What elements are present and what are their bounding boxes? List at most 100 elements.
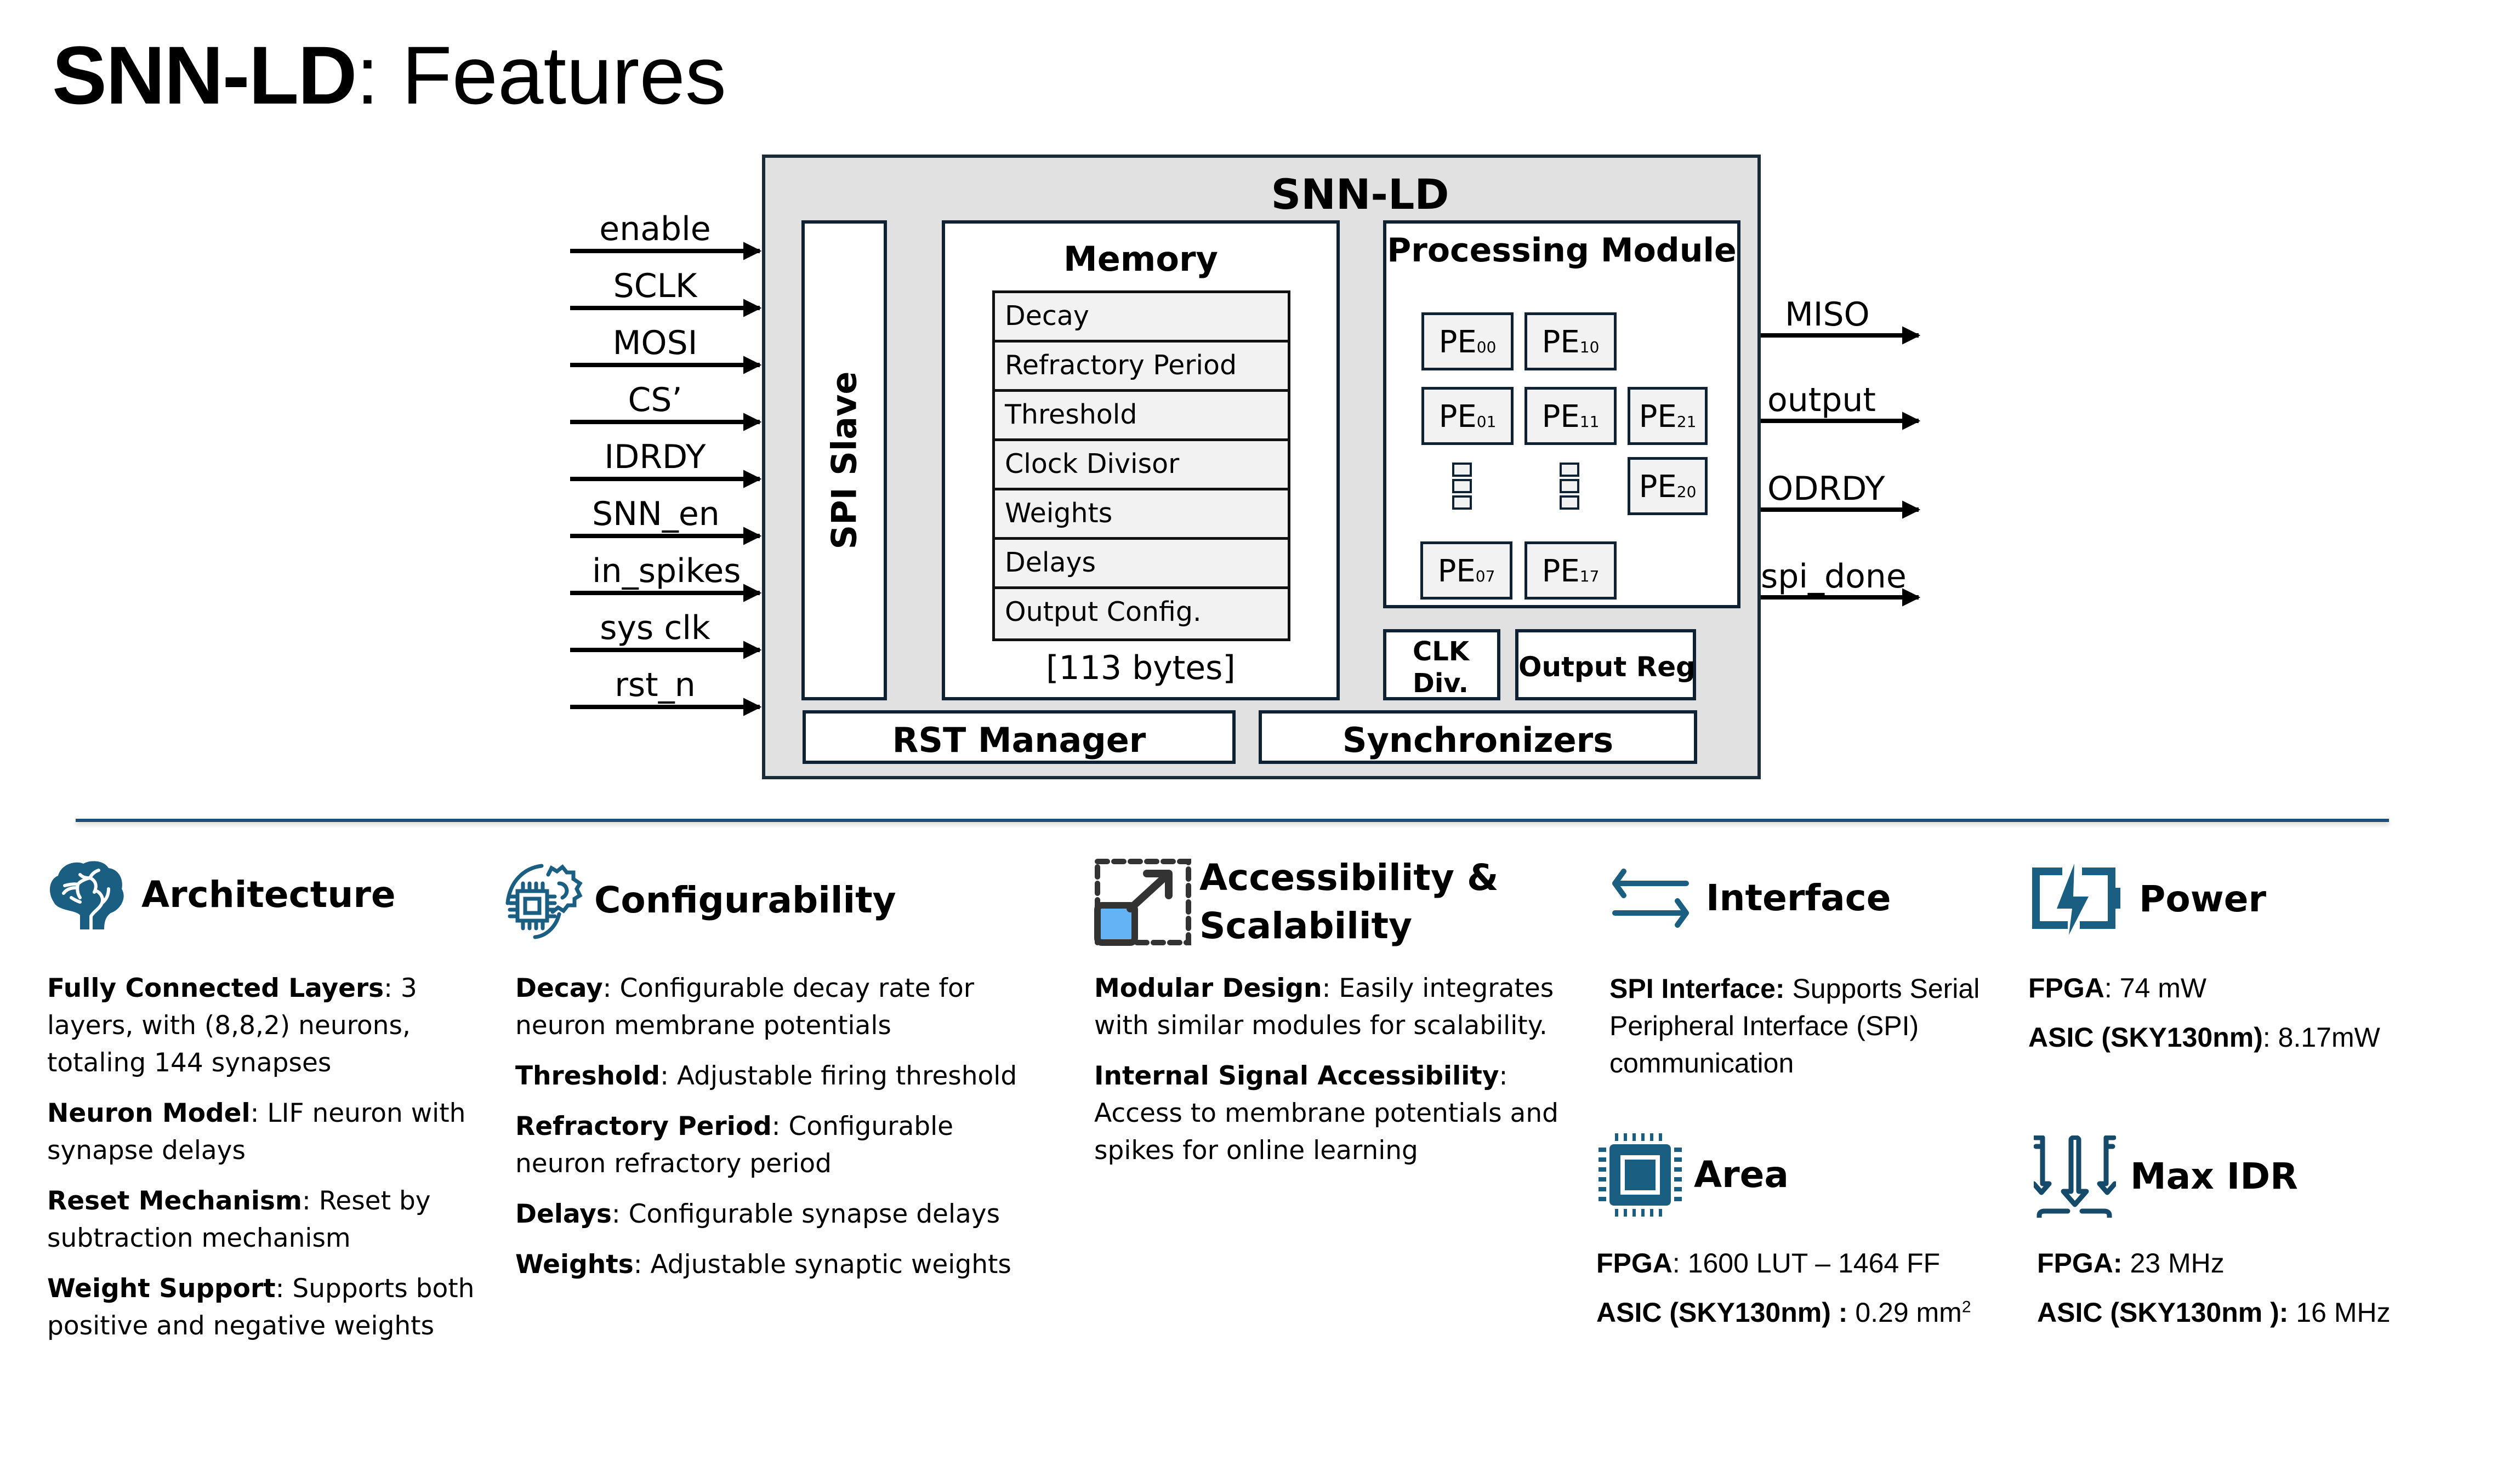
spi-slave-block: SPI Slave xyxy=(801,220,887,700)
chip-gear-icon xyxy=(505,864,583,939)
feature-configurability-body: Decay: Configurable decay rate for neuro… xyxy=(515,970,1042,1297)
accessibility-item-label: Internal Signal Accessibility xyxy=(1094,1061,1499,1091)
pe-label: PE xyxy=(1541,399,1580,435)
area-asic-label: ASIC (SKY130nm) : xyxy=(1596,1297,1848,1328)
output-signal-arrows xyxy=(1761,326,1921,607)
architecture-item: Weight Support: Supports both positive a… xyxy=(47,1270,480,1345)
feature-architecture-body: Fully Connected Layers: 3 layers, with (… xyxy=(47,970,480,1358)
chip-icon xyxy=(1599,1133,1682,1217)
page-title-bold: SNN-LD xyxy=(52,29,357,121)
memory-row-output-config: Output Config. xyxy=(995,589,1288,638)
feature-architecture-header: Architecture xyxy=(47,859,396,931)
pe-ellipsis-marker xyxy=(1560,479,1579,493)
configurability-item-label: Refractory Period xyxy=(515,1111,772,1142)
feature-accessibility-title-line1: Accessibility & xyxy=(1199,857,1499,899)
memory-title: Memory xyxy=(1063,239,1218,279)
pe-ellipsis-marker xyxy=(1560,463,1579,477)
input-signal-arrows xyxy=(570,242,762,716)
feature-max-idr-header: Max IDR xyxy=(2034,1135,2298,1218)
pe-index: 01 xyxy=(1476,413,1497,431)
architecture-item-text: : Reset by subtraction mechanism xyxy=(47,1186,431,1253)
input-signal-label: SCLK xyxy=(613,267,697,305)
architecture-item-label: Reset Mechanism xyxy=(47,1186,302,1216)
page-title-rest: : Features xyxy=(356,29,726,121)
input-signal-label: IDRDY xyxy=(604,438,706,476)
memory-row-decay: Decay xyxy=(995,293,1288,343)
memory-register-table: Decay Refractory Period Threshold Clock … xyxy=(992,290,1290,641)
output-reg-block: Output Reg xyxy=(1515,629,1696,700)
interface-item-text: Supports Serial Peripheral Interface (SP… xyxy=(1609,973,1980,1078)
accessibility-item-text: : Access to membrane potentials and spik… xyxy=(1094,1061,1558,1166)
interface-item-label: SPI Interface: xyxy=(1609,973,1785,1004)
power-fpga-label: FPGA xyxy=(2028,973,2104,1003)
processing-element: PE11 xyxy=(1524,387,1617,445)
configurability-item-label: Decay xyxy=(515,973,603,1003)
pe-ellipsis-marker xyxy=(1452,495,1472,510)
configurability-item: Threshold: Adjustable firing threshold xyxy=(515,1058,1042,1095)
architecture-item: Reset Mechanism: Reset by subtraction me… xyxy=(47,1183,480,1257)
feature-architecture-title: Architecture xyxy=(141,874,396,916)
feature-max-idr-title: Max IDR xyxy=(2130,1155,2298,1198)
processing-module-title: Processing Module xyxy=(1387,231,1737,270)
pe-label: PE xyxy=(1438,399,1477,435)
configurability-item-text: : Configurable synapse delays xyxy=(611,1199,1000,1229)
output-signal-label: output xyxy=(1767,381,1876,419)
memory-row-refractory-period: Refractory Period xyxy=(995,343,1288,392)
input-signal-label: enable xyxy=(599,210,711,248)
configurability-item-text: : Adjustable synaptic weights xyxy=(633,1249,1011,1280)
battery-charge-icon xyxy=(2032,864,2120,935)
input-signal-label: MOSI xyxy=(612,324,698,362)
interface-item: SPI Interface: Supports Serial Periphera… xyxy=(1609,970,2026,1082)
pe-index: 21 xyxy=(1676,413,1697,431)
feature-interface-title: Interface xyxy=(1706,877,1891,920)
accessibility-item: Modular Design: Easily integrates with s… xyxy=(1094,970,1566,1045)
feature-power-title: Power xyxy=(2139,878,2266,921)
configurability-item-label: Weights xyxy=(515,1249,634,1280)
memory-row-threshold: Threshold xyxy=(995,392,1288,441)
memory-row-delays: Delays xyxy=(995,540,1288,589)
area-asic-metric: ASIC (SKY130nm) : 0.29 mm2 xyxy=(1596,1297,1971,1328)
feature-accessibility-header: Accessibility & Scalability xyxy=(1094,854,1499,950)
pe-ellipsis-marker xyxy=(1560,495,1579,510)
output-signal-label: ODRDY xyxy=(1767,470,1885,508)
data-inflow-icon xyxy=(2034,1135,2116,1218)
architecture-item-label: Fully Connected Layers xyxy=(47,973,384,1003)
clk-div-block: CLK Div. xyxy=(1383,629,1500,700)
brain-icon xyxy=(50,861,124,931)
chip-title: SNN-LD xyxy=(1271,170,1449,219)
configurability-item: Weights: Adjustable synaptic weights xyxy=(515,1246,1042,1283)
architecture-item: Neuron Model: LIF neuron with synapse de… xyxy=(47,1095,480,1169)
architecture-item-label: Weight Support xyxy=(47,1274,276,1304)
accessibility-item-text: : Easily integrates with similar modules… xyxy=(1094,973,1554,1041)
output-signal-label: spi_done xyxy=(1761,557,1907,596)
pe-index: 10 xyxy=(1579,338,1600,356)
area-fpga-value: : 1600 LUT – 1464 FF xyxy=(1672,1248,1941,1279)
configurability-item-label: Delays xyxy=(515,1199,612,1229)
processing-element: PE21 xyxy=(1628,387,1708,445)
processing-element: PE10 xyxy=(1524,312,1617,370)
input-signal-label: CS’ xyxy=(628,381,682,419)
input-signal-label: in_spikes xyxy=(592,552,741,590)
memory-row-weights: Weights xyxy=(995,490,1288,540)
configurability-item: Refractory Period: Configurable neuron r… xyxy=(515,1108,1042,1183)
max-idr-asic-metric: ASIC (SKY130nm ): 16 MHz xyxy=(2037,1297,2391,1328)
architecture-item-text: : LIF neuron with synapse delays xyxy=(47,1098,466,1166)
page-title: SNN-LD: Features xyxy=(52,34,726,116)
feature-interface-header: Interface xyxy=(1609,868,1891,928)
rst-manager-label: RST Manager xyxy=(892,720,1146,760)
configurability-item-label: Threshold xyxy=(515,1061,661,1091)
pe-label: PE xyxy=(1541,553,1580,589)
feature-accessibility-body: Modular Design: Easily integrates with s… xyxy=(1094,970,1566,1183)
power-fpga-value: : 74 mW xyxy=(2104,973,2207,1003)
processing-element: PE07 xyxy=(1420,541,1512,600)
feature-configurability-header: Configurability xyxy=(502,859,896,941)
max-idr-fpga-value: 23 MHz xyxy=(2122,1248,2225,1279)
power-asic-label: ASIC (SKY130nm) xyxy=(2028,1022,2263,1053)
max-idr-fpga-label: FPGA: xyxy=(2037,1248,2123,1279)
accessibility-item: Internal Signal Accessibility: Access to… xyxy=(1094,1058,1566,1169)
area-asic-unit-superscript: 2 xyxy=(1961,1298,1971,1316)
feature-accessibility-title-line2: Scalability xyxy=(1199,905,1413,947)
clk-div-label: CLK Div. xyxy=(1413,636,1470,699)
pe-index: 11 xyxy=(1579,413,1600,431)
